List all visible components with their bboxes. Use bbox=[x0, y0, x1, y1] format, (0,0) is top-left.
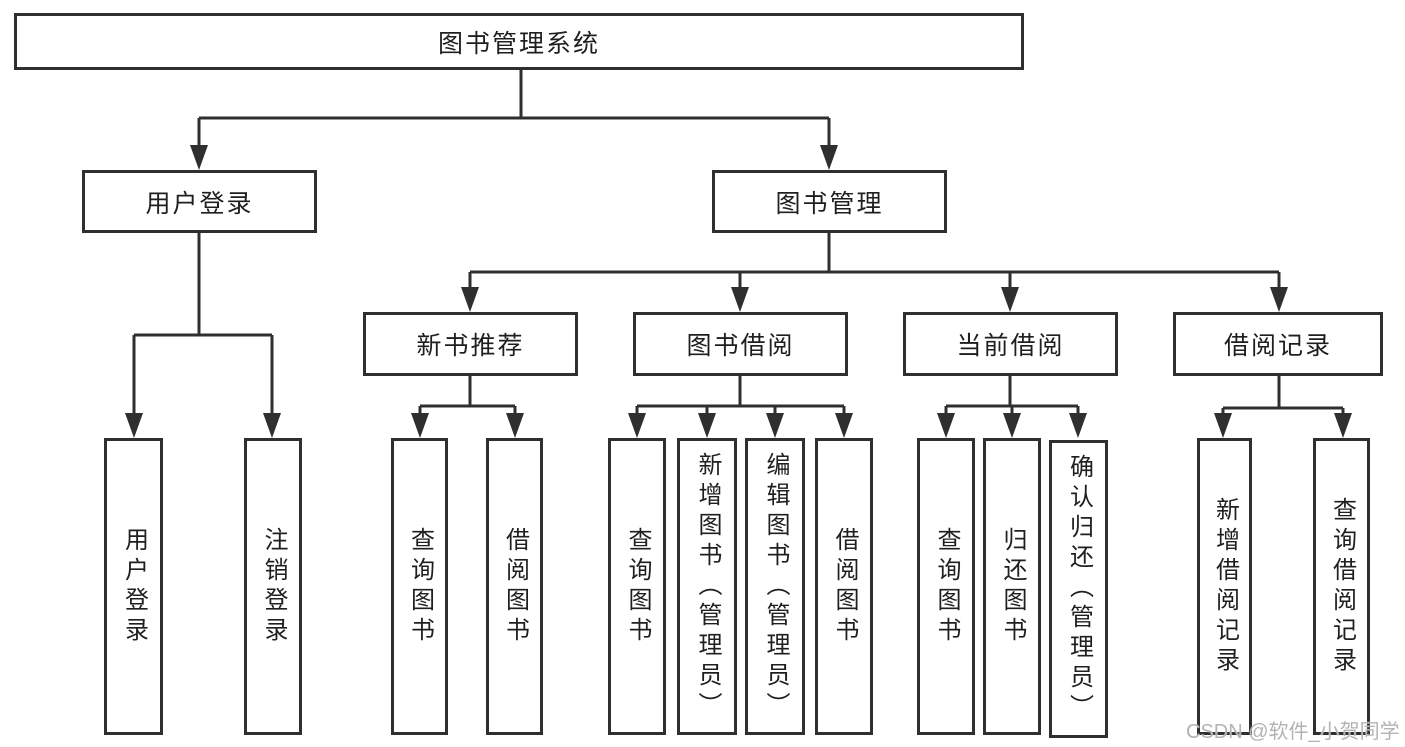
leaf-label: 查询借阅记录 bbox=[1328, 496, 1356, 677]
arrowheads bbox=[125, 145, 1352, 438]
node-label: 图书管理系统 bbox=[437, 29, 600, 58]
leaf-confirm-return-admin: 确认归还（管理员） bbox=[1049, 440, 1108, 738]
node-label: 当前借阅 bbox=[956, 332, 1065, 360]
leaf-label: 确认归还（管理员） bbox=[1065, 454, 1093, 724]
leaf-add-books-admin: 新增图书（管理员） bbox=[677, 438, 737, 735]
node-label: 图书借阅 bbox=[686, 332, 795, 360]
leaf-label: 新增图书（管理员） bbox=[694, 451, 721, 722]
leaf-query-books-borrowing: 查询图书 bbox=[608, 438, 666, 735]
leaf-query-books-current: 查询图书 bbox=[917, 438, 975, 735]
node-book-management-branch: 图书管理 bbox=[712, 170, 947, 233]
leaf-query-borrow-record: 查询借阅记录 bbox=[1313, 438, 1370, 735]
node-root-system: 图书管理系统 bbox=[14, 13, 1024, 70]
leaf-logout: 注销登录 bbox=[244, 438, 302, 735]
leaf-user-login: 用户登录 bbox=[104, 438, 163, 735]
node-borrowing-records: 借阅记录 bbox=[1173, 312, 1383, 376]
leaf-label: 查询图书 bbox=[406, 526, 434, 647]
leaf-add-borrow-record: 新增借阅记录 bbox=[1197, 438, 1252, 735]
leaf-label: 编辑图书（管理员） bbox=[762, 451, 789, 722]
node-current-borrowing: 当前借阅 bbox=[903, 312, 1118, 376]
leaf-label: 查询图书 bbox=[933, 526, 960, 647]
leaf-edit-books-admin: 编辑图书（管理员） bbox=[745, 438, 805, 735]
node-user-login-branch: 用户登录 bbox=[82, 170, 317, 233]
leaf-label: 用户登录 bbox=[120, 526, 148, 647]
leaf-label: 借阅图书 bbox=[501, 526, 529, 647]
csdn-watermark: CSDN @软件_小贺同学 bbox=[1186, 721, 1400, 743]
leaf-label: 归还图书 bbox=[999, 526, 1026, 647]
leaf-borrow-books: 借阅图书 bbox=[815, 438, 873, 735]
leaf-return-books: 归还图书 bbox=[983, 438, 1041, 735]
leaf-label: 借阅图书 bbox=[831, 526, 858, 647]
leaf-label: 新增借阅记录 bbox=[1211, 496, 1239, 677]
leaf-label: 查询图书 bbox=[624, 526, 651, 647]
node-label: 用户登录 bbox=[145, 189, 254, 218]
node-book-borrowing: 图书借阅 bbox=[633, 312, 848, 376]
node-new-book-recommendation: 新书推荐 bbox=[363, 312, 578, 376]
leaf-label: 注销登录 bbox=[260, 526, 287, 647]
node-label: 借阅记录 bbox=[1223, 332, 1332, 360]
node-label: 新书推荐 bbox=[416, 332, 525, 360]
leaf-borrow-books-recommend: 借阅图书 bbox=[486, 438, 543, 735]
node-label: 图书管理 bbox=[775, 189, 884, 218]
leaf-query-books-recommend: 查询图书 bbox=[391, 438, 448, 735]
